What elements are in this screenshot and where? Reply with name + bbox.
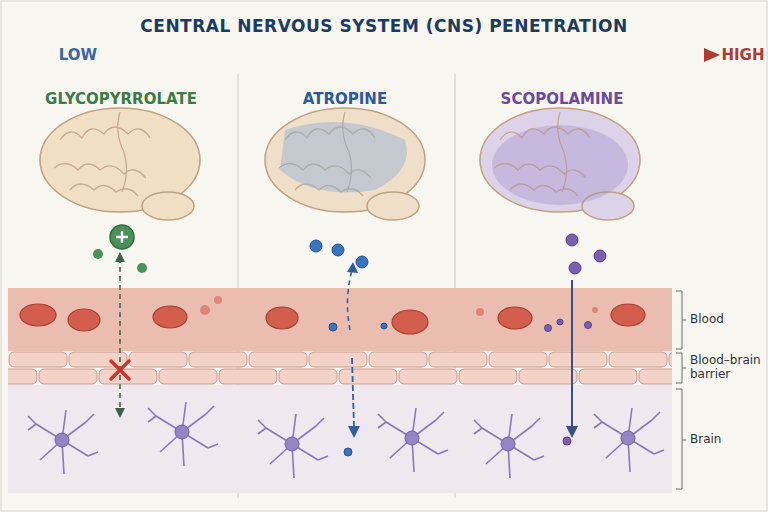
molecule [310,240,322,252]
brain-blue-tint [280,122,407,193]
diagram-title: CENTRAL NERVOUS SYSTEM (CNS) PENETRATION [0,16,768,36]
blood-cell [392,310,428,334]
molecule [585,322,592,329]
block-mark [111,361,129,379]
scale-low: LOW [52,46,104,64]
layer-label: Blood [690,312,764,326]
scale-high: HIGH [720,46,766,64]
arrow-head [566,426,578,438]
molecule [594,250,606,262]
arrow-head [348,426,360,438]
blood-cell [498,307,532,329]
brain-purple-tint [492,125,628,205]
molecule [569,262,581,274]
brain-atropine [265,108,425,220]
molecule [344,448,352,456]
drug-heading: ATROPINE [245,90,445,108]
molecule [566,234,578,246]
blood-cell [153,306,187,328]
brain-glycopyrrolate [40,108,200,220]
molecule [545,325,552,332]
efflux-path [347,270,352,330]
entry-path [571,280,573,428]
blood-cell [611,304,645,326]
drug-heading: SCOPOLAMINE [462,90,662,108]
neuron [28,410,98,474]
molecule [563,437,571,445]
layer-label: Brain [690,432,764,446]
charge-symbol [116,231,128,243]
particle [214,296,222,304]
particle [476,308,484,316]
atropine-molecules [310,240,387,456]
neuron [474,414,544,478]
particle [200,305,210,315]
entry-path [352,358,354,428]
layer-label: Blood–brain barrier [690,353,766,382]
particle [592,307,598,313]
small-particles [200,296,598,316]
blood-cell [20,304,56,326]
bracket [676,389,686,489]
scopolamine-molecules [545,234,607,445]
bracket [676,353,686,383]
blood-cell [266,307,298,329]
brain-scopolamine [480,108,640,220]
drug-heading: GLYCOPYRROLATE [10,90,232,108]
arrow-head [115,252,125,262]
blocked-path [119,258,121,410]
molecule [381,323,387,329]
neuron [148,402,218,466]
bracket [676,291,686,349]
charged-molecule [110,225,134,249]
molecule [332,244,344,256]
molecule [356,256,368,268]
molecule [557,319,563,325]
arrow-head [704,48,720,62]
molecule [93,249,103,259]
arrow-head [115,408,125,418]
blood-cell [68,309,100,331]
neuron [258,414,328,478]
neuron [594,408,664,472]
blood-cells [20,304,645,334]
neuron [378,408,448,472]
molecule [329,323,337,331]
gradient-arrow [108,54,706,57]
molecule [137,263,147,273]
